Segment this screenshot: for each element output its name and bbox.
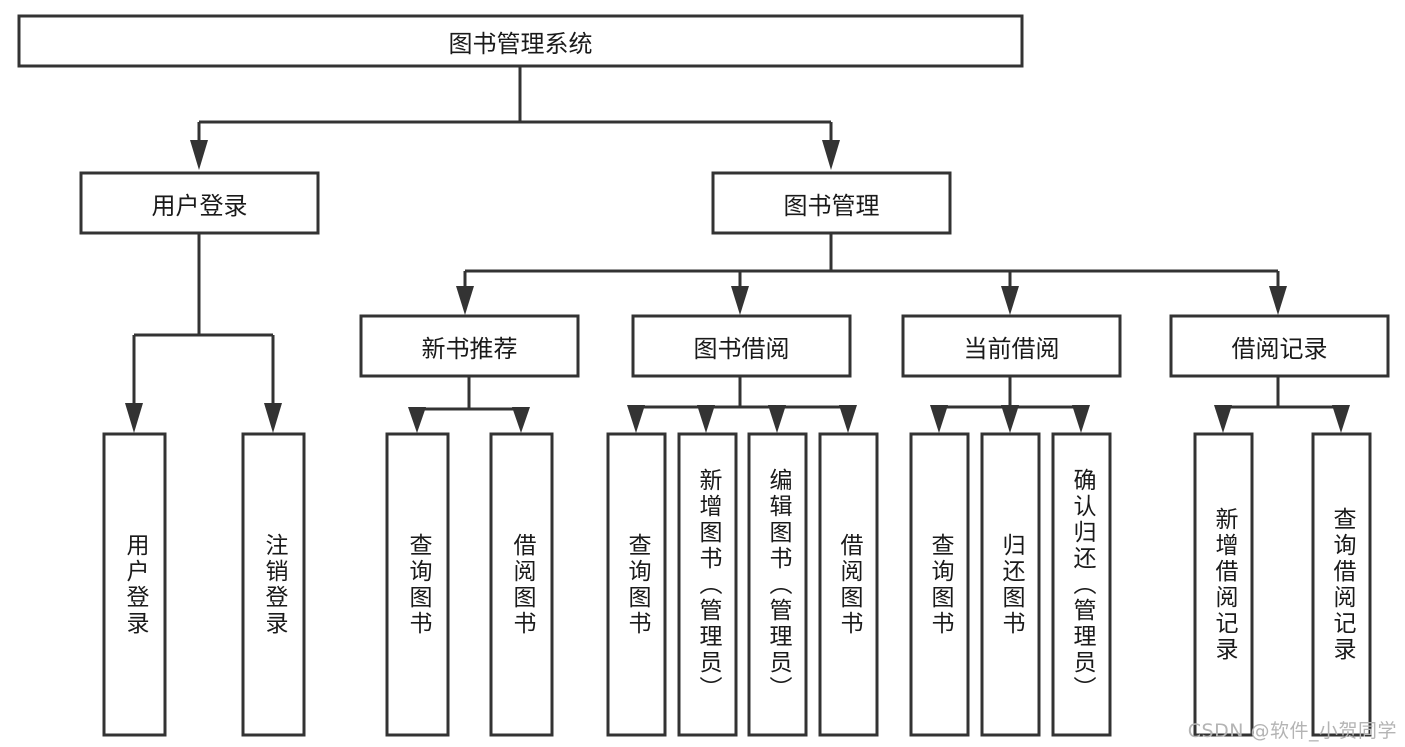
arrow-br-leaf-1	[1214, 405, 1232, 433]
arrow-user-login-leaf-2	[264, 403, 282, 433]
node-leaf-borrow-book-2[interactable]	[818, 432, 879, 737]
arrow-cb-leaf-3	[1072, 405, 1090, 433]
node-leaf-add-book[interactable]	[677, 432, 738, 737]
arrow-nbr-leaf-1	[408, 407, 426, 433]
node-leaf-confirm-return[interactable]	[1051, 432, 1112, 737]
node-user-login[interactable]	[79, 171, 320, 235]
node-root[interactable]	[17, 14, 1024, 68]
arrow-bm-to-borrow-record	[1269, 286, 1287, 315]
node-borrow-record[interactable]	[1169, 314, 1390, 378]
node-current-borrow[interactable]	[901, 314, 1122, 378]
node-book-manage[interactable]	[711, 171, 952, 235]
arrow-br-leaf-2	[1332, 405, 1350, 433]
arrow-root-to-book-manage	[822, 140, 840, 170]
node-leaf-query-book-3[interactable]	[909, 432, 970, 737]
node-leaf-return-book[interactable]	[980, 432, 1041, 737]
arrow-cb-leaf-2	[1001, 405, 1019, 433]
node-leaf-logout[interactable]	[241, 432, 306, 737]
nodes-layer	[17, 14, 1390, 737]
node-leaf-edit-book[interactable]	[747, 432, 808, 737]
node-leaf-query-book-2[interactable]	[606, 432, 667, 737]
node-leaf-query-record[interactable]	[1311, 432, 1372, 737]
connectors-layer	[125, 66, 1350, 433]
arrow-cb-leaf-1	[930, 405, 948, 433]
arrow-bm-to-new-book-recommend	[456, 286, 474, 315]
node-leaf-query-book-1[interactable]	[385, 432, 450, 737]
node-leaf-add-record[interactable]	[1193, 432, 1254, 737]
arrow-bm-to-current-borrow	[1001, 286, 1019, 315]
arrow-nbr-leaf-2	[512, 407, 530, 433]
node-new-book-recommend[interactable]	[359, 314, 580, 378]
node-leaf-borrow-book-1[interactable]	[489, 432, 554, 737]
node-leaf-user-login[interactable]	[102, 432, 167, 737]
arrow-bm-to-book-borrow	[731, 286, 749, 315]
arrow-user-login-leaf-1	[125, 403, 143, 433]
arrow-bb-leaf-4	[839, 405, 857, 433]
arrow-bb-leaf-1	[627, 405, 645, 433]
node-book-borrow[interactable]	[631, 314, 852, 378]
arrow-root-to-user-login	[190, 140, 208, 170]
arrow-bb-leaf-2	[697, 405, 715, 433]
arrow-bb-leaf-3	[768, 405, 786, 433]
